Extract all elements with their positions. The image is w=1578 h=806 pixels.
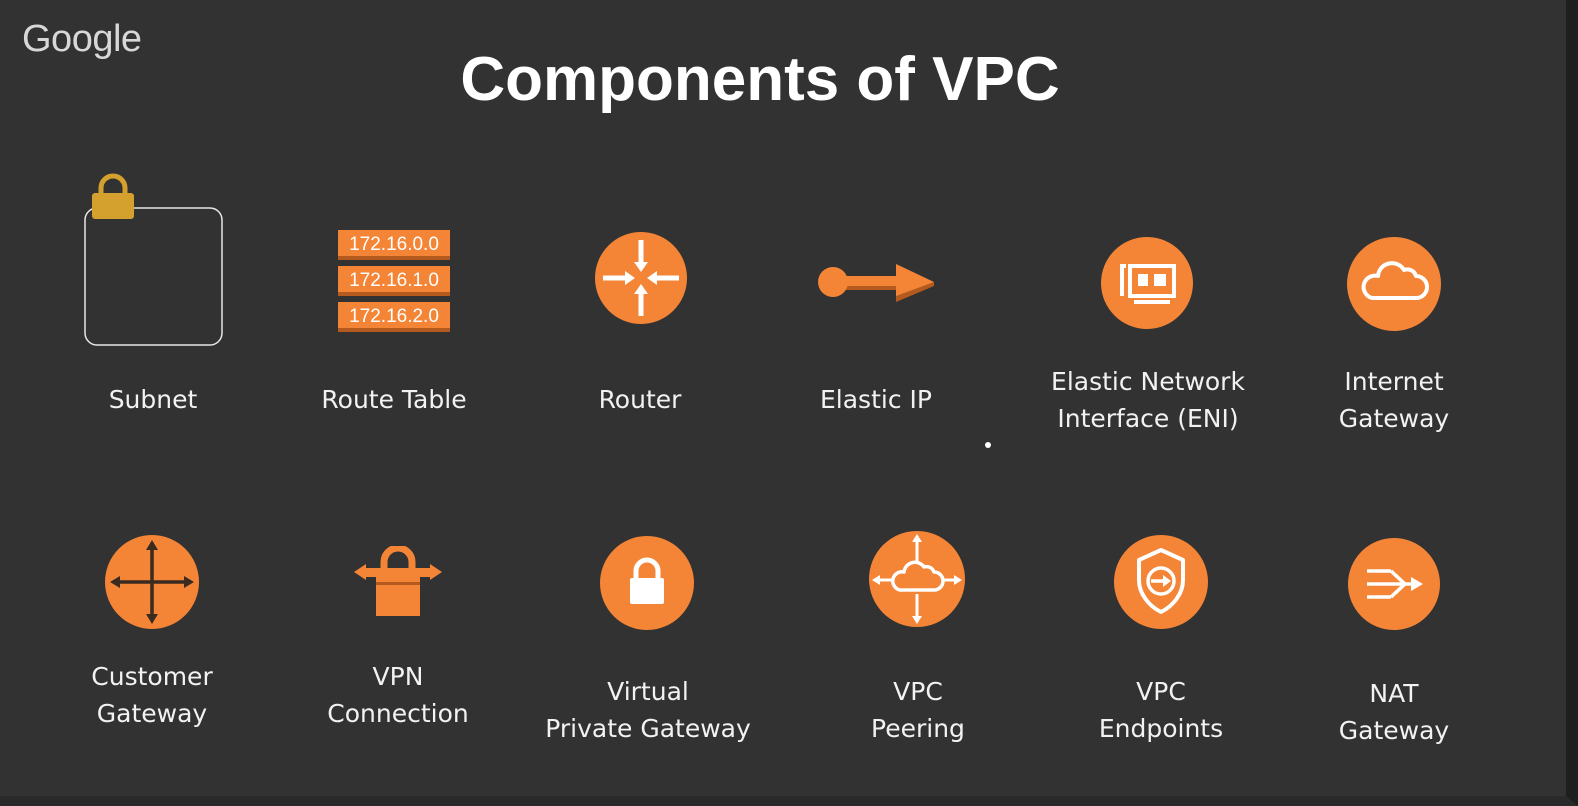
nat-gateway-icon: [1348, 538, 1440, 630]
label-virtual-private-gateway: Virtual Private Gateway: [545, 677, 751, 743]
vpc-peering-icon: [869, 531, 965, 627]
label-subnet: Subnet: [108, 385, 198, 414]
route-entry-1: 172.16.0.0: [349, 234, 439, 255]
elastic-ip-icon: [818, 264, 934, 302]
label-elastic-ip: Elastic IP: [820, 385, 932, 414]
label-vpc-endpoints: VPC Endpoints: [1098, 677, 1224, 743]
label-vpc-peering: VPC Peering: [871, 677, 965, 743]
label-vpn-connection: VPN Connection: [327, 662, 469, 728]
shield-icon: [1114, 535, 1208, 629]
router-icon: [595, 232, 687, 324]
label-internet-gateway: Internet Gateway: [1338, 367, 1450, 433]
label-eni: Elastic Network Interface (ENI): [1051, 367, 1245, 433]
vpn-connection-icon: [354, 546, 442, 616]
google-logo: Google: [22, 18, 142, 60]
label-customer-gateway: Customer Gateway: [91, 662, 213, 728]
label-route-table: Route Table: [321, 385, 467, 414]
route-entry-2: 172.16.1.0: [349, 270, 439, 291]
slide-title: Components of VPC: [460, 45, 1060, 114]
network-interface-icon: [1101, 237, 1193, 329]
subnet-lock-icon: [84, 173, 223, 346]
label-router: Router: [598, 385, 682, 414]
customer-gateway-icon: [105, 535, 199, 629]
cloud-icon: [1347, 237, 1441, 331]
label-nat-gateway: NAT Gateway: [1338, 679, 1450, 745]
cursor-dot: [985, 442, 991, 448]
route-table-icon: 172.16.0.0 172.16.1.0 172.16.2.0: [338, 230, 450, 332]
lock-icon: [600, 536, 694, 630]
route-entry-3: 172.16.2.0: [349, 306, 439, 327]
